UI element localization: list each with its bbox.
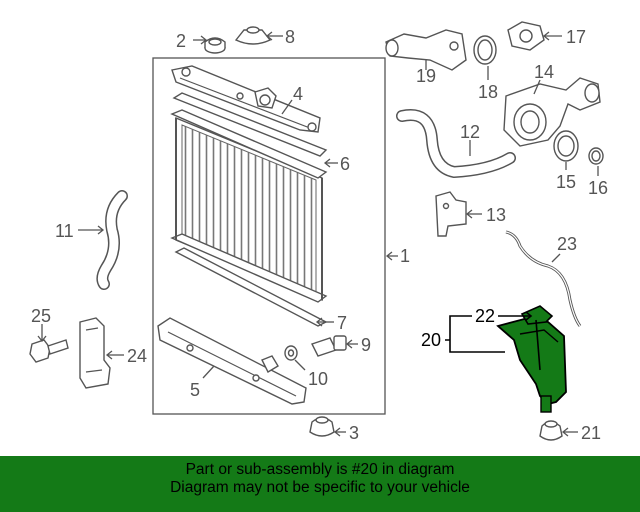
radiator-core[interactable] <box>170 109 328 303</box>
part-18-gasket[interactable] <box>473 35 497 65</box>
callout-17: 17 <box>566 27 586 47</box>
footer-line-1: Part or sub-assembly is #20 in diagram <box>185 461 455 478</box>
callout-2: 2 <box>176 31 186 51</box>
part-24-bracket[interactable] <box>79 317 111 389</box>
callout-16: 16 <box>588 178 608 198</box>
callout-3: 3 <box>349 423 359 443</box>
part-16-o-ring[interactable] <box>588 147 604 165</box>
part-3-cushion[interactable] <box>309 416 335 437</box>
callout-15: 15 <box>556 172 576 192</box>
callout-14: 14 <box>534 62 554 82</box>
part-17-thermostat[interactable] <box>507 21 545 51</box>
part-10-o-ring[interactable] <box>284 345 298 361</box>
callout-22: 22 <box>475 306 495 326</box>
callout-7: 7 <box>337 313 347 333</box>
part-2-cushion[interactable] <box>204 37 226 54</box>
callout-20: 20 <box>421 330 441 350</box>
leader-lines <box>37 31 599 437</box>
callout-4: 4 <box>293 84 303 104</box>
callout-8: 8 <box>285 27 295 47</box>
callout-24: 24 <box>127 346 147 366</box>
radiator-lower-tank[interactable] <box>157 317 307 405</box>
callout-11: 11 <box>55 221 74 241</box>
footer-banner: Part or sub-assembly is #20 in diagram D… <box>0 456 640 512</box>
part-25-bolt[interactable] <box>29 339 69 363</box>
callout-25: 25 <box>31 306 51 326</box>
part-9-drain-cock[interactable] <box>311 335 347 357</box>
callout-19: 19 <box>416 66 436 86</box>
radiator-upper-gasket[interactable] <box>172 92 328 157</box>
callout-21: 21 <box>581 423 601 443</box>
part-14-water-outlet[interactable] <box>503 77 601 147</box>
callout-18: 18 <box>478 82 498 102</box>
radiator-assembly-frame <box>152 57 386 415</box>
footer-line-2: Diagram may not be specific to your vehi… <box>170 479 470 496</box>
callout-23: 23 <box>557 234 577 254</box>
part-13-bracket[interactable] <box>435 191 467 237</box>
part-8-cap[interactable] <box>234 26 272 45</box>
part-22-reservoir-cap[interactable] <box>520 305 554 371</box>
parts-diagram: 1 2 3 4 5 6 7 8 9 10 11 12 13 14 15 16 1… <box>29 21 608 443</box>
callout-9: 9 <box>361 335 371 355</box>
part-19-water-inlet[interactable] <box>385 29 467 71</box>
part-20-coolant-reservoir[interactable] <box>496 317 567 413</box>
callout-6: 6 <box>340 154 350 174</box>
part-12-radiator-hose[interactable] <box>396 109 516 178</box>
callout-12: 12 <box>460 122 480 142</box>
part-11-radiator-hose[interactable] <box>96 190 128 290</box>
radiator-upper-tank[interactable] <box>171 65 321 133</box>
callout-1: 1 <box>400 246 410 266</box>
part-21-cushion[interactable] <box>539 420 563 441</box>
callout-13: 13 <box>486 205 506 225</box>
callout-5: 5 <box>190 380 200 400</box>
callout-10: 10 <box>308 369 328 389</box>
part-15-gasket[interactable] <box>553 130 579 162</box>
